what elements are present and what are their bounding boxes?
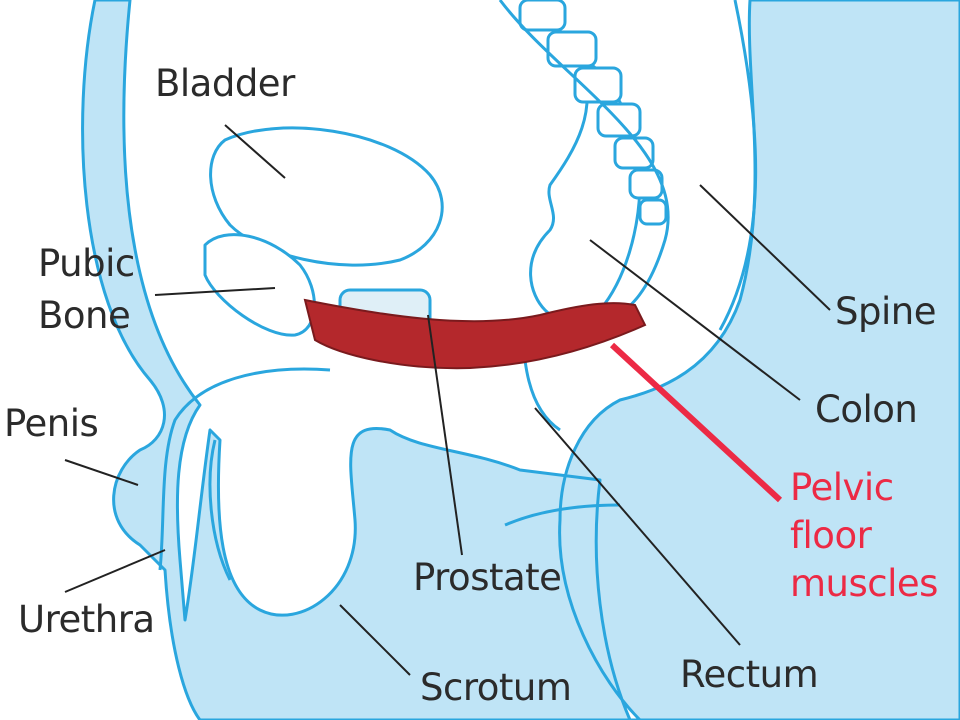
label-scrotum: Scrotum xyxy=(420,666,572,709)
scrotum-line xyxy=(208,439,232,581)
label-pelvic-floor-line2: floor xyxy=(790,514,872,557)
pelvic-floor-muscle xyxy=(303,298,647,370)
label-prostate: Prostate xyxy=(413,556,562,599)
body-outline xyxy=(81,0,960,720)
label-colon: Colon xyxy=(815,388,918,431)
body-right-edge xyxy=(718,0,758,331)
label-pelvic-floor-line3: muscles xyxy=(790,562,938,605)
label-spine: Spine xyxy=(835,290,936,333)
spine-curve xyxy=(498,0,670,322)
label-bladder: Bladder xyxy=(155,62,295,105)
pelvic-floor-pointer xyxy=(609,342,783,503)
label-rectum: Rectum xyxy=(680,653,819,696)
label-urethra: Urethra xyxy=(18,598,155,641)
label-pubic-bone-line1: Pubic xyxy=(38,242,135,285)
label-pelvic-floor-line1: Pelvic xyxy=(790,466,894,509)
label-penis: Penis xyxy=(4,402,99,445)
leader-lines xyxy=(64,124,831,676)
urethra-line xyxy=(158,367,331,571)
label-pubic-bone-line2: Bone xyxy=(38,294,131,337)
spine-vertebrae xyxy=(518,0,668,226)
rectum-line xyxy=(504,359,621,527)
